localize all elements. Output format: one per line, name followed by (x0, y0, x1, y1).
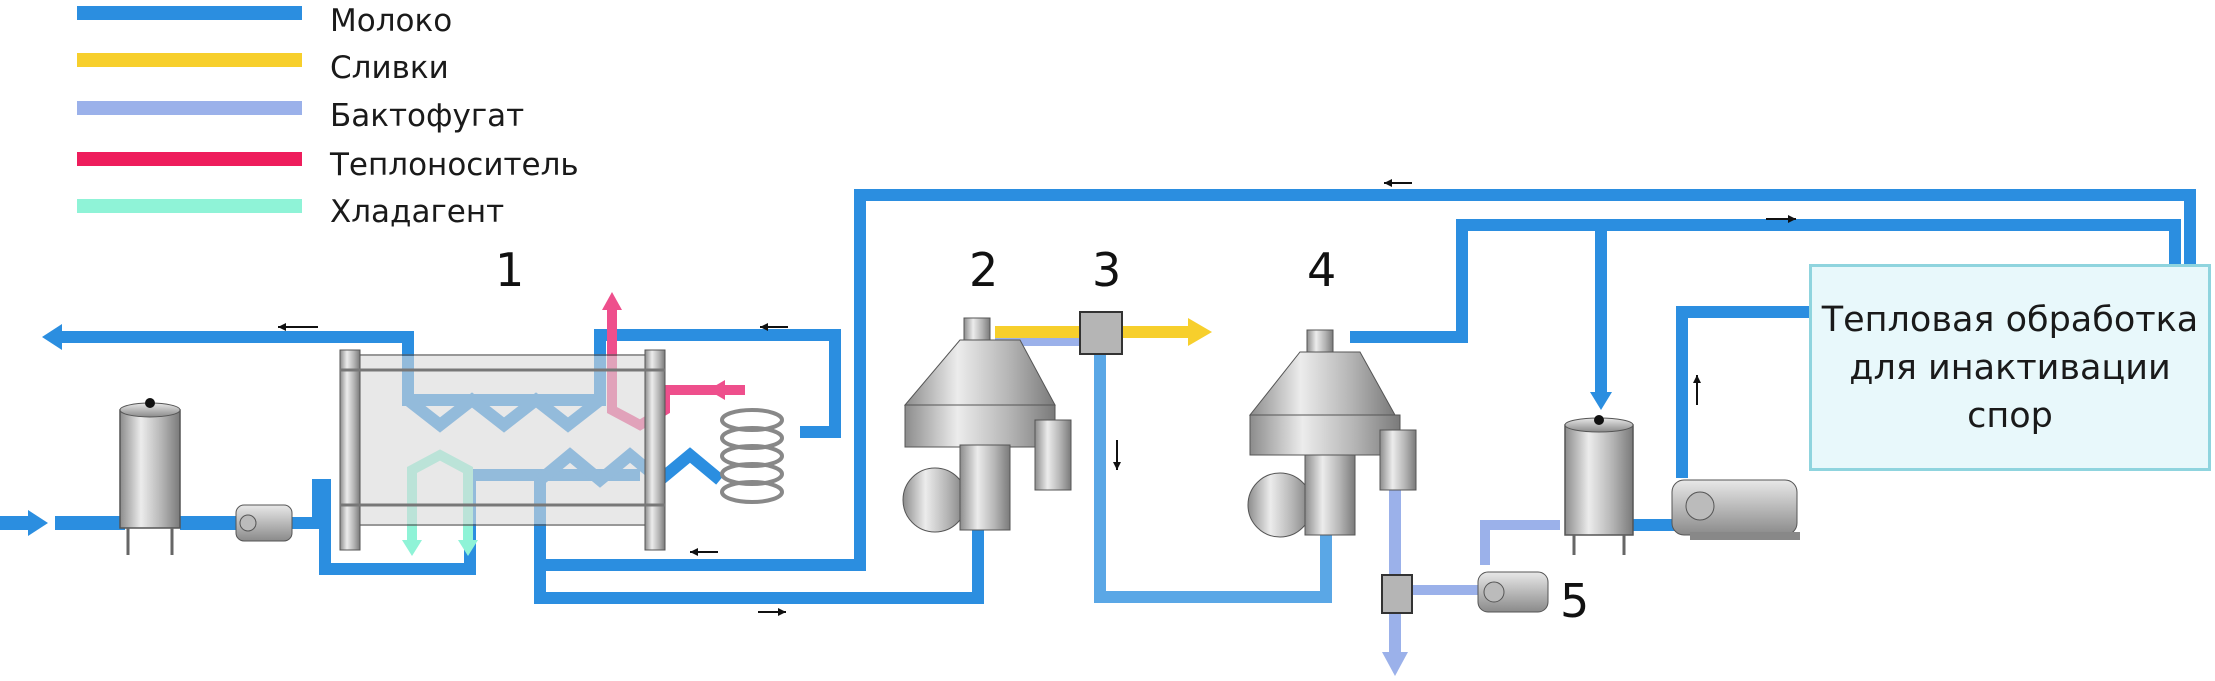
holding-coil (720, 408, 784, 504)
coolant-arrowhead-right (458, 540, 478, 556)
cream-outlet-arrowhead (1188, 318, 1212, 346)
legend-label-bactofugate: Бактофугат (330, 98, 524, 134)
separator-4 (1247, 329, 1417, 538)
milk-outlet-arrowhead (42, 324, 62, 350)
heat-treatment-box: Тепловая обработка для инактивации спор (1809, 264, 2211, 471)
station-number-4: 4 (1307, 243, 1336, 297)
heating-medium-up-arrowhead (602, 292, 622, 310)
legend-item-heating-medium: Теплоноситель (77, 147, 579, 183)
pipe-loop-to-separator-4 (1350, 219, 2181, 343)
legend-label-milk: Молоко (330, 3, 452, 39)
station-number-3: 3 (1092, 243, 1121, 297)
legend-label-heating-medium: Теплоноситель (329, 147, 579, 183)
feed-pump (235, 504, 293, 542)
legend: Молоко Сливки Бактофугат Теплоноситель Х… (77, 3, 579, 230)
legend-label-coolant: Хладагент (330, 194, 504, 230)
tank-inflow-arrowhead (1590, 392, 1612, 410)
bactofugate-valve-block (1381, 574, 1413, 614)
milk-inlet-arrowhead (28, 510, 48, 536)
heat-treatment-line-2: для инактивации (1849, 347, 2171, 388)
legend-item-bactofugate: Бактофугат (77, 98, 524, 134)
pipe-unit-3-to-separator-4 (1094, 355, 1332, 603)
heat-treatment-line-3: спор (1967, 395, 2053, 436)
control-unit-3 (1079, 311, 1123, 355)
station-number-2: 2 (969, 243, 998, 297)
heat-treatment-line-1: Тепловая обработка (1821, 299, 2199, 340)
mixing-tank (1564, 415, 1634, 555)
pipe-exchanger-to-separator-2 (534, 475, 984, 604)
bactofugate-out-arrowhead (1382, 652, 1408, 676)
flow-arrows (278, 179, 1796, 616)
legend-label-cream: Сливки (330, 50, 449, 86)
pipe-heat-box-return (1676, 306, 1809, 478)
legend-item-coolant: Хладагент (77, 194, 504, 230)
station-number-5: 5 (1560, 574, 1589, 628)
separator-2 (902, 317, 1072, 533)
bactofugate-pump-5 (1477, 571, 1549, 613)
legend-item-cream: Сливки (77, 50, 449, 86)
final-pump (1671, 479, 1800, 540)
pipe-return-loop (540, 189, 2196, 571)
buffer-tank (119, 398, 181, 555)
pipe-pump-5-to-tank (1480, 520, 1560, 565)
coolant-arrowhead-left (402, 540, 422, 556)
heating-medium-in-arrowhead (708, 380, 725, 400)
station-number-1: 1 (495, 243, 524, 297)
plate-heat-exchanger (339, 349, 666, 551)
legend-item-milk: Молоко (77, 3, 452, 39)
